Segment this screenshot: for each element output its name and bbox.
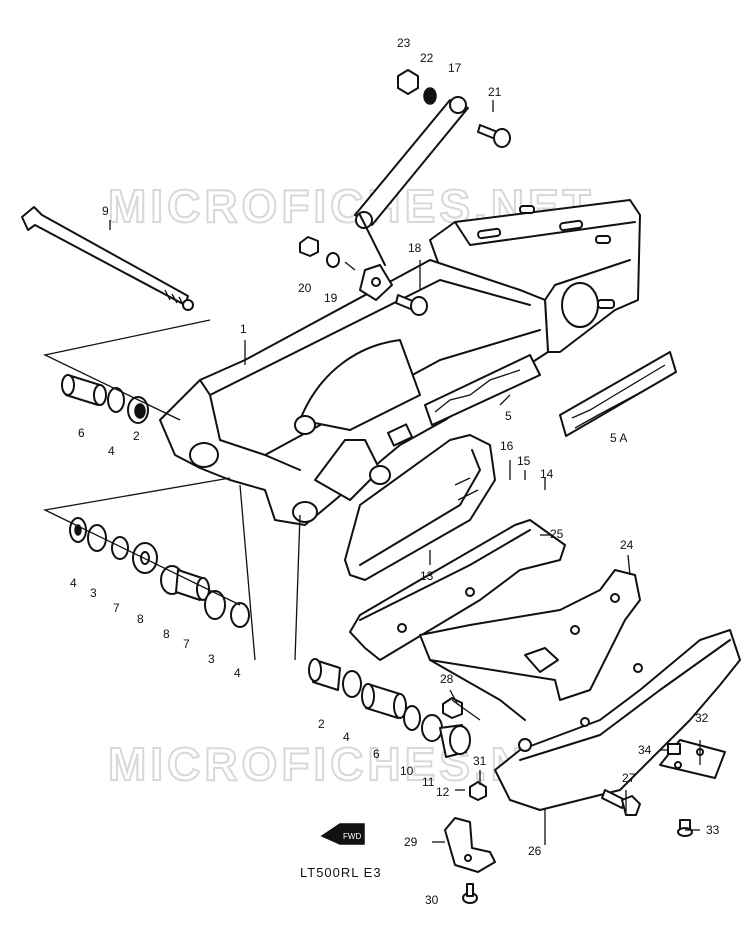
bolt-18	[395, 294, 428, 316]
label-18: 18	[408, 241, 422, 255]
screw-30	[462, 883, 478, 904]
model-caption: LT500RL E3	[300, 865, 382, 880]
label-4a: 4	[108, 444, 115, 458]
label-24: 24	[620, 538, 634, 552]
washer-22	[423, 87, 437, 105]
label-34: 34	[638, 743, 652, 757]
washer-19	[326, 252, 340, 268]
label-13: 13	[420, 569, 434, 583]
label-4d: 4	[343, 730, 350, 744]
label-33: 33	[706, 823, 720, 837]
label-29: 29	[404, 835, 418, 849]
nut-31	[469, 781, 487, 801]
nut-20	[299, 236, 319, 257]
bolt-27	[601, 789, 641, 816]
label-19: 19	[324, 291, 338, 305]
label-5: 5	[505, 409, 512, 423]
nut-23	[397, 69, 419, 95]
label-10: 10	[400, 764, 414, 778]
label-15: 15	[517, 454, 531, 468]
front-arrow-label: FWD	[343, 832, 361, 841]
leader-lines	[42, 100, 701, 845]
lower-left-bearing-stack	[69, 517, 158, 574]
label-3b: 3	[208, 652, 215, 666]
lower-mid-bearing-stack	[160, 565, 250, 628]
label-21: 21	[488, 85, 502, 99]
label-32: 32	[695, 711, 709, 725]
bracket-29	[444, 817, 496, 873]
label-25: 25	[550, 527, 564, 541]
front-direction-arrow: FWD	[320, 823, 365, 845]
torque-bracket	[359, 264, 393, 301]
label-4c: 4	[234, 666, 241, 680]
chain-guide-plate	[349, 519, 566, 661]
label-8b: 8	[163, 627, 170, 641]
label-17: 17	[448, 61, 462, 75]
nut-34	[667, 743, 681, 755]
label-6a: 6	[78, 426, 85, 440]
label-7b: 7	[183, 637, 190, 651]
label-20: 20	[298, 281, 312, 295]
pivot-shaft	[21, 206, 194, 311]
chain-buffer	[344, 434, 496, 581]
label-11: 11	[422, 775, 435, 789]
label-2b: 2	[318, 717, 325, 731]
label-16: 16	[500, 439, 514, 453]
label-30: 30	[425, 893, 439, 907]
label-1: 1	[240, 322, 247, 336]
swingarm-body	[159, 199, 641, 526]
decal-5a	[559, 351, 677, 437]
label-6b: 6	[373, 747, 380, 761]
label-3a: 3	[90, 586, 97, 600]
label-27: 27	[622, 771, 636, 785]
right-bushing-group	[308, 658, 471, 758]
torque-link	[354, 96, 469, 266]
label-4b: 4	[70, 576, 77, 590]
guard-bracket	[419, 569, 641, 721]
label-14: 14	[540, 467, 554, 481]
label-2a: 2	[133, 429, 140, 443]
label-26: 26	[528, 844, 542, 858]
label-28: 28	[440, 672, 454, 686]
screw-33	[677, 819, 693, 837]
callout-labels: 1 2 2 3 3 4 4 4 4 5 5 A 6 6 7 7 8 8 9 10…	[70, 36, 720, 907]
label-22: 22	[420, 51, 434, 65]
bolt-21	[477, 124, 511, 148]
label-7a: 7	[113, 601, 120, 615]
label-8a: 8	[137, 612, 144, 626]
label-9: 9	[102, 204, 109, 218]
label-5a: 5 A	[610, 431, 627, 445]
label-23: 23	[397, 36, 411, 50]
label-31: 31	[473, 754, 487, 768]
chain-guard	[494, 629, 741, 811]
label-12: 12	[436, 785, 450, 799]
left-bushing-group	[61, 374, 149, 424]
